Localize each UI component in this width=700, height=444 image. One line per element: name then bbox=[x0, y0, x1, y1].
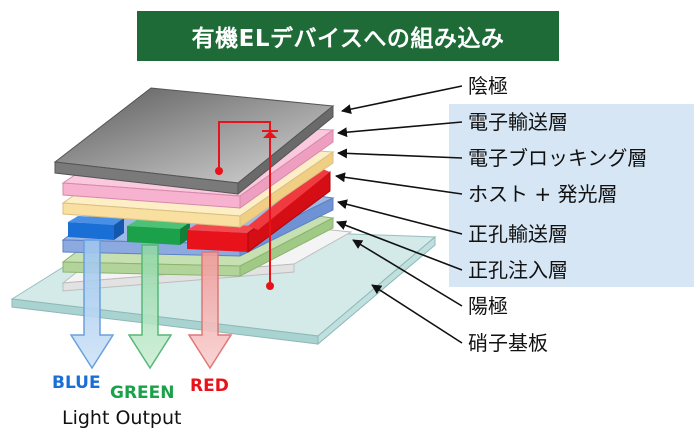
diagram-title: 有機ELデバイスへの組み込み bbox=[191, 26, 505, 52]
leader-lines bbox=[335, 85, 463, 344]
emitter-red-block bbox=[187, 224, 258, 252]
emitter-label-blue: BLUE bbox=[52, 373, 101, 393]
layer-label-host-emission: ホスト + 発光層 bbox=[468, 182, 618, 206]
leader-hole-injection bbox=[336, 220, 463, 271]
emitter-label-green: GREEN bbox=[110, 383, 175, 403]
layer-label-hole-injection: 正孔注入層 bbox=[468, 258, 568, 282]
emitter-green-block bbox=[127, 220, 190, 245]
leader-host-emission bbox=[335, 172, 463, 195]
emitter-blue-block bbox=[68, 216, 124, 240]
layer-label-glass-substrate: 硝子基板 bbox=[468, 331, 548, 355]
light-arrow-green bbox=[127, 244, 173, 370]
leader-anode bbox=[352, 239, 463, 307]
emitter-label-red: RED bbox=[190, 376, 229, 396]
leader-electron-blocking bbox=[337, 148, 463, 159]
light-arrow-blue bbox=[69, 239, 115, 370]
circuit-wire bbox=[218, 121, 278, 286]
leader-hole-transport bbox=[337, 199, 463, 235]
leader-electron-transport bbox=[337, 121, 463, 138]
label-panel bbox=[449, 104, 694, 287]
light-arrow-red bbox=[187, 251, 233, 370]
layer-label-cathode: 陰極 bbox=[468, 74, 508, 98]
circuit-terminal-top bbox=[215, 167, 223, 175]
layer-label-electron-transport: 電子輸送層 bbox=[468, 110, 568, 134]
layer-cathode bbox=[53, 87, 335, 196]
light-output-caption: Light Output bbox=[62, 407, 182, 429]
layer-label-electron-blocking: 電子ブロッキング層 bbox=[468, 146, 648, 170]
layer-label-anode: 陽極 bbox=[468, 294, 508, 318]
layer-host-emission bbox=[247, 168, 331, 253]
leader-cathode bbox=[341, 85, 463, 115]
layer-label-hole-transport: 正孔輸送層 bbox=[468, 222, 568, 246]
title-banner: 有機ELデバイスへの組み込み bbox=[137, 11, 559, 61]
circuit-terminal-bottom bbox=[266, 282, 274, 290]
leader-glass-substrate bbox=[371, 284, 463, 344]
